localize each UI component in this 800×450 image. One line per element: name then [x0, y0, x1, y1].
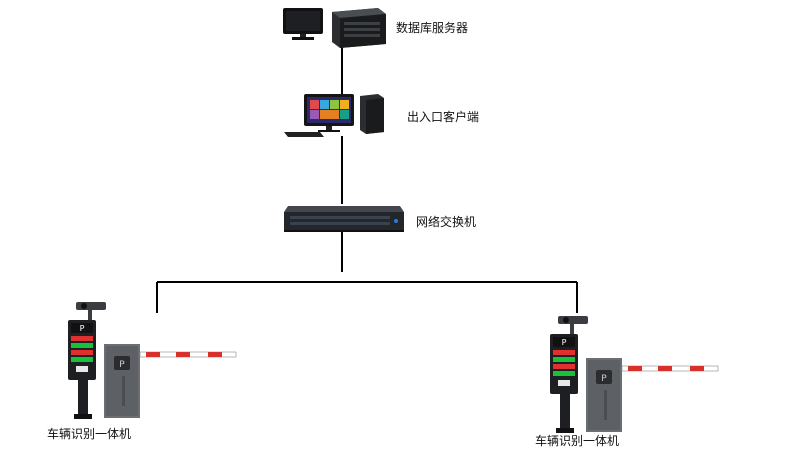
- license-plate-camera-barrier-gate-icon: P P: [550, 316, 719, 433]
- barrier-sign-text: P: [119, 360, 125, 370]
- plate-recognition-left-label: 车辆识别一体机: [47, 427, 132, 441]
- database-server-label: 数据库服务器: [396, 21, 469, 35]
- parking-sign-text: P: [80, 324, 85, 333]
- plate-recognition-right-label: 车辆识别一体机: [535, 434, 620, 448]
- license-plate-camera-barrier-gate-icon: P P: [68, 302, 237, 419]
- rack-network-switch-icon: [284, 206, 404, 232]
- network-switch-label: 网络交换机: [416, 215, 477, 229]
- entry-exit-client-label: 出入口客户端: [407, 110, 480, 124]
- barrier-sign-text: P: [601, 374, 607, 384]
- desktop-computer-icon: [284, 94, 384, 137]
- parking-sign-text: P: [562, 338, 567, 347]
- server-tower-with-monitor-icon: [283, 8, 386, 48]
